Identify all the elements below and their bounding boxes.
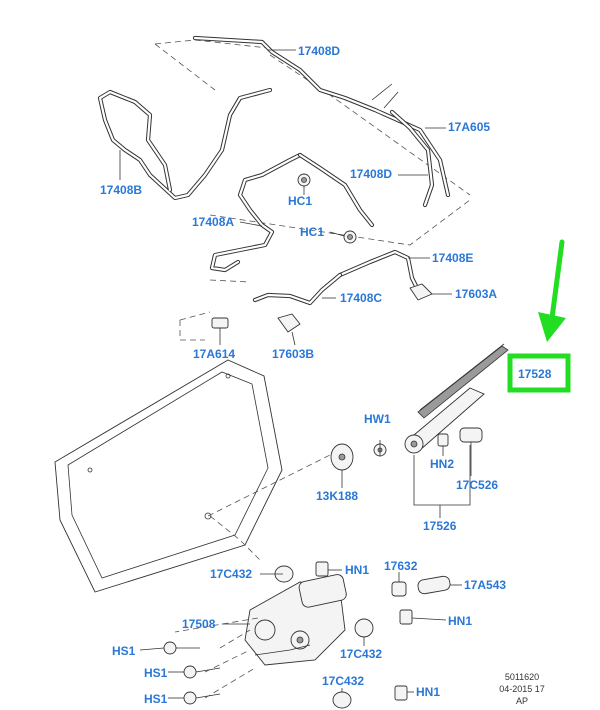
- label-17c432-c: 17C432: [322, 674, 364, 688]
- grommet-17c432-c: [332, 691, 352, 709]
- label-17508: 17508: [182, 617, 216, 631]
- label-17528: 17528: [518, 367, 552, 381]
- label-17408a: 17408A: [192, 215, 234, 229]
- washer-hose-assembly: [97, 35, 471, 341]
- label-hn1-b: HN1: [448, 614, 472, 628]
- grommet-17c432-b: [354, 618, 374, 638]
- label-hc1-lower: HC1: [300, 225, 324, 239]
- tailgate-glass: [54, 359, 331, 593]
- ref-code: AP: [516, 696, 528, 706]
- highlight-box: [507, 353, 571, 393]
- label-hs1-a: HS1: [112, 644, 136, 658]
- label-17603a: 17603A: [455, 287, 497, 301]
- label-hn1-a: HN1: [345, 563, 369, 577]
- label-17408b: 17408B: [100, 183, 142, 197]
- label-13k188: 13K188: [316, 489, 358, 503]
- label-17408e: 17408E: [432, 251, 473, 265]
- label-17408d-top: 17408D: [298, 44, 340, 58]
- label-17a543: 17A543: [464, 578, 506, 592]
- bracket-17526: [413, 445, 471, 506]
- label-17408d-mid: 17408D: [350, 167, 392, 181]
- ref-number: 5011620: [505, 672, 539, 682]
- nut-hn1-c: [394, 685, 408, 701]
- label-17632: 17632: [384, 559, 418, 573]
- screw-hs1-a: [163, 641, 200, 655]
- connector-17a614: [211, 317, 229, 345]
- hose-clip-hc1-lower: [343, 230, 357, 244]
- label-17a614: 17A614: [193, 347, 235, 361]
- nut-hn2: [437, 433, 449, 447]
- label-17526: 17526: [423, 519, 457, 533]
- label-hw1: HW1: [364, 412, 391, 426]
- leader-lines: [119, 49, 472, 699]
- nut-hn1-a: [315, 561, 329, 577]
- label-17603b: 17603B: [272, 347, 314, 361]
- hose-clip-hc1-upper: [297, 173, 311, 187]
- label-17c432-a: 17C432: [210, 567, 252, 581]
- highlight-arrow-icon: [538, 239, 566, 342]
- label-17408c: 17408C: [340, 291, 382, 305]
- label-17c526: 17C526: [456, 478, 498, 492]
- screw-hs1-c: [183, 691, 221, 705]
- label-hn1-c: HN1: [416, 685, 440, 699]
- label-17c432-b: 17C432: [340, 647, 382, 661]
- wiper-motor-17508: [174, 574, 347, 666]
- bushing-17632: [391, 581, 407, 597]
- wiper-arm-17526: [404, 387, 485, 454]
- screw-hs1-b: [183, 665, 221, 679]
- ref-date: 04-2015 17: [499, 684, 545, 694]
- washer-jet-17603b: [277, 313, 301, 346]
- label-hn2: HN2: [430, 457, 454, 471]
- cap-17c526: [459, 427, 483, 443]
- label-17a605: 17A605: [448, 120, 490, 134]
- label-hs1-b: HS1: [144, 666, 168, 680]
- tube-17a543: [417, 575, 451, 595]
- nut-hn1-b: [399, 609, 413, 625]
- wiper-blade-17528: [417, 343, 509, 419]
- label-hs1-c: HS1: [144, 692, 168, 706]
- label-hc1-upper: HC1: [288, 194, 312, 208]
- washer-13k188: [330, 443, 354, 471]
- washer-jet-17603a: [409, 283, 433, 301]
